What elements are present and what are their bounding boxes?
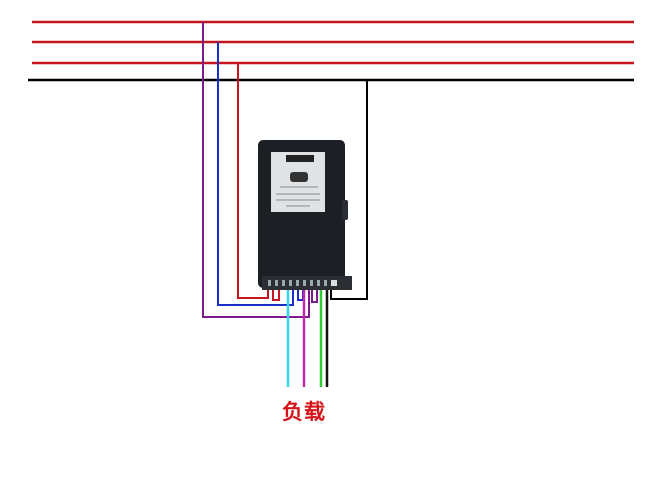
jumper-blue	[297, 290, 304, 301]
wire-purple	[202, 22, 310, 318]
meter-side-knob	[342, 200, 348, 220]
load-wires	[286, 290, 329, 387]
meter-disc-window	[290, 172, 308, 182]
jumper-red	[272, 290, 280, 301]
meter-input-wires	[202, 22, 368, 318]
load-label: 负载	[282, 400, 326, 424]
wire-blue	[217, 42, 294, 306]
energy-meter	[258, 140, 352, 290]
supply-lines	[28, 20, 634, 82]
wire-red	[237, 63, 269, 299]
meter-counter	[286, 155, 314, 162]
jumper-purple	[311, 290, 318, 303]
terminals	[268, 280, 337, 286]
wire-black	[330, 80, 368, 300]
meter-face-text-lines	[276, 186, 320, 207]
terminal-block	[262, 276, 352, 290]
